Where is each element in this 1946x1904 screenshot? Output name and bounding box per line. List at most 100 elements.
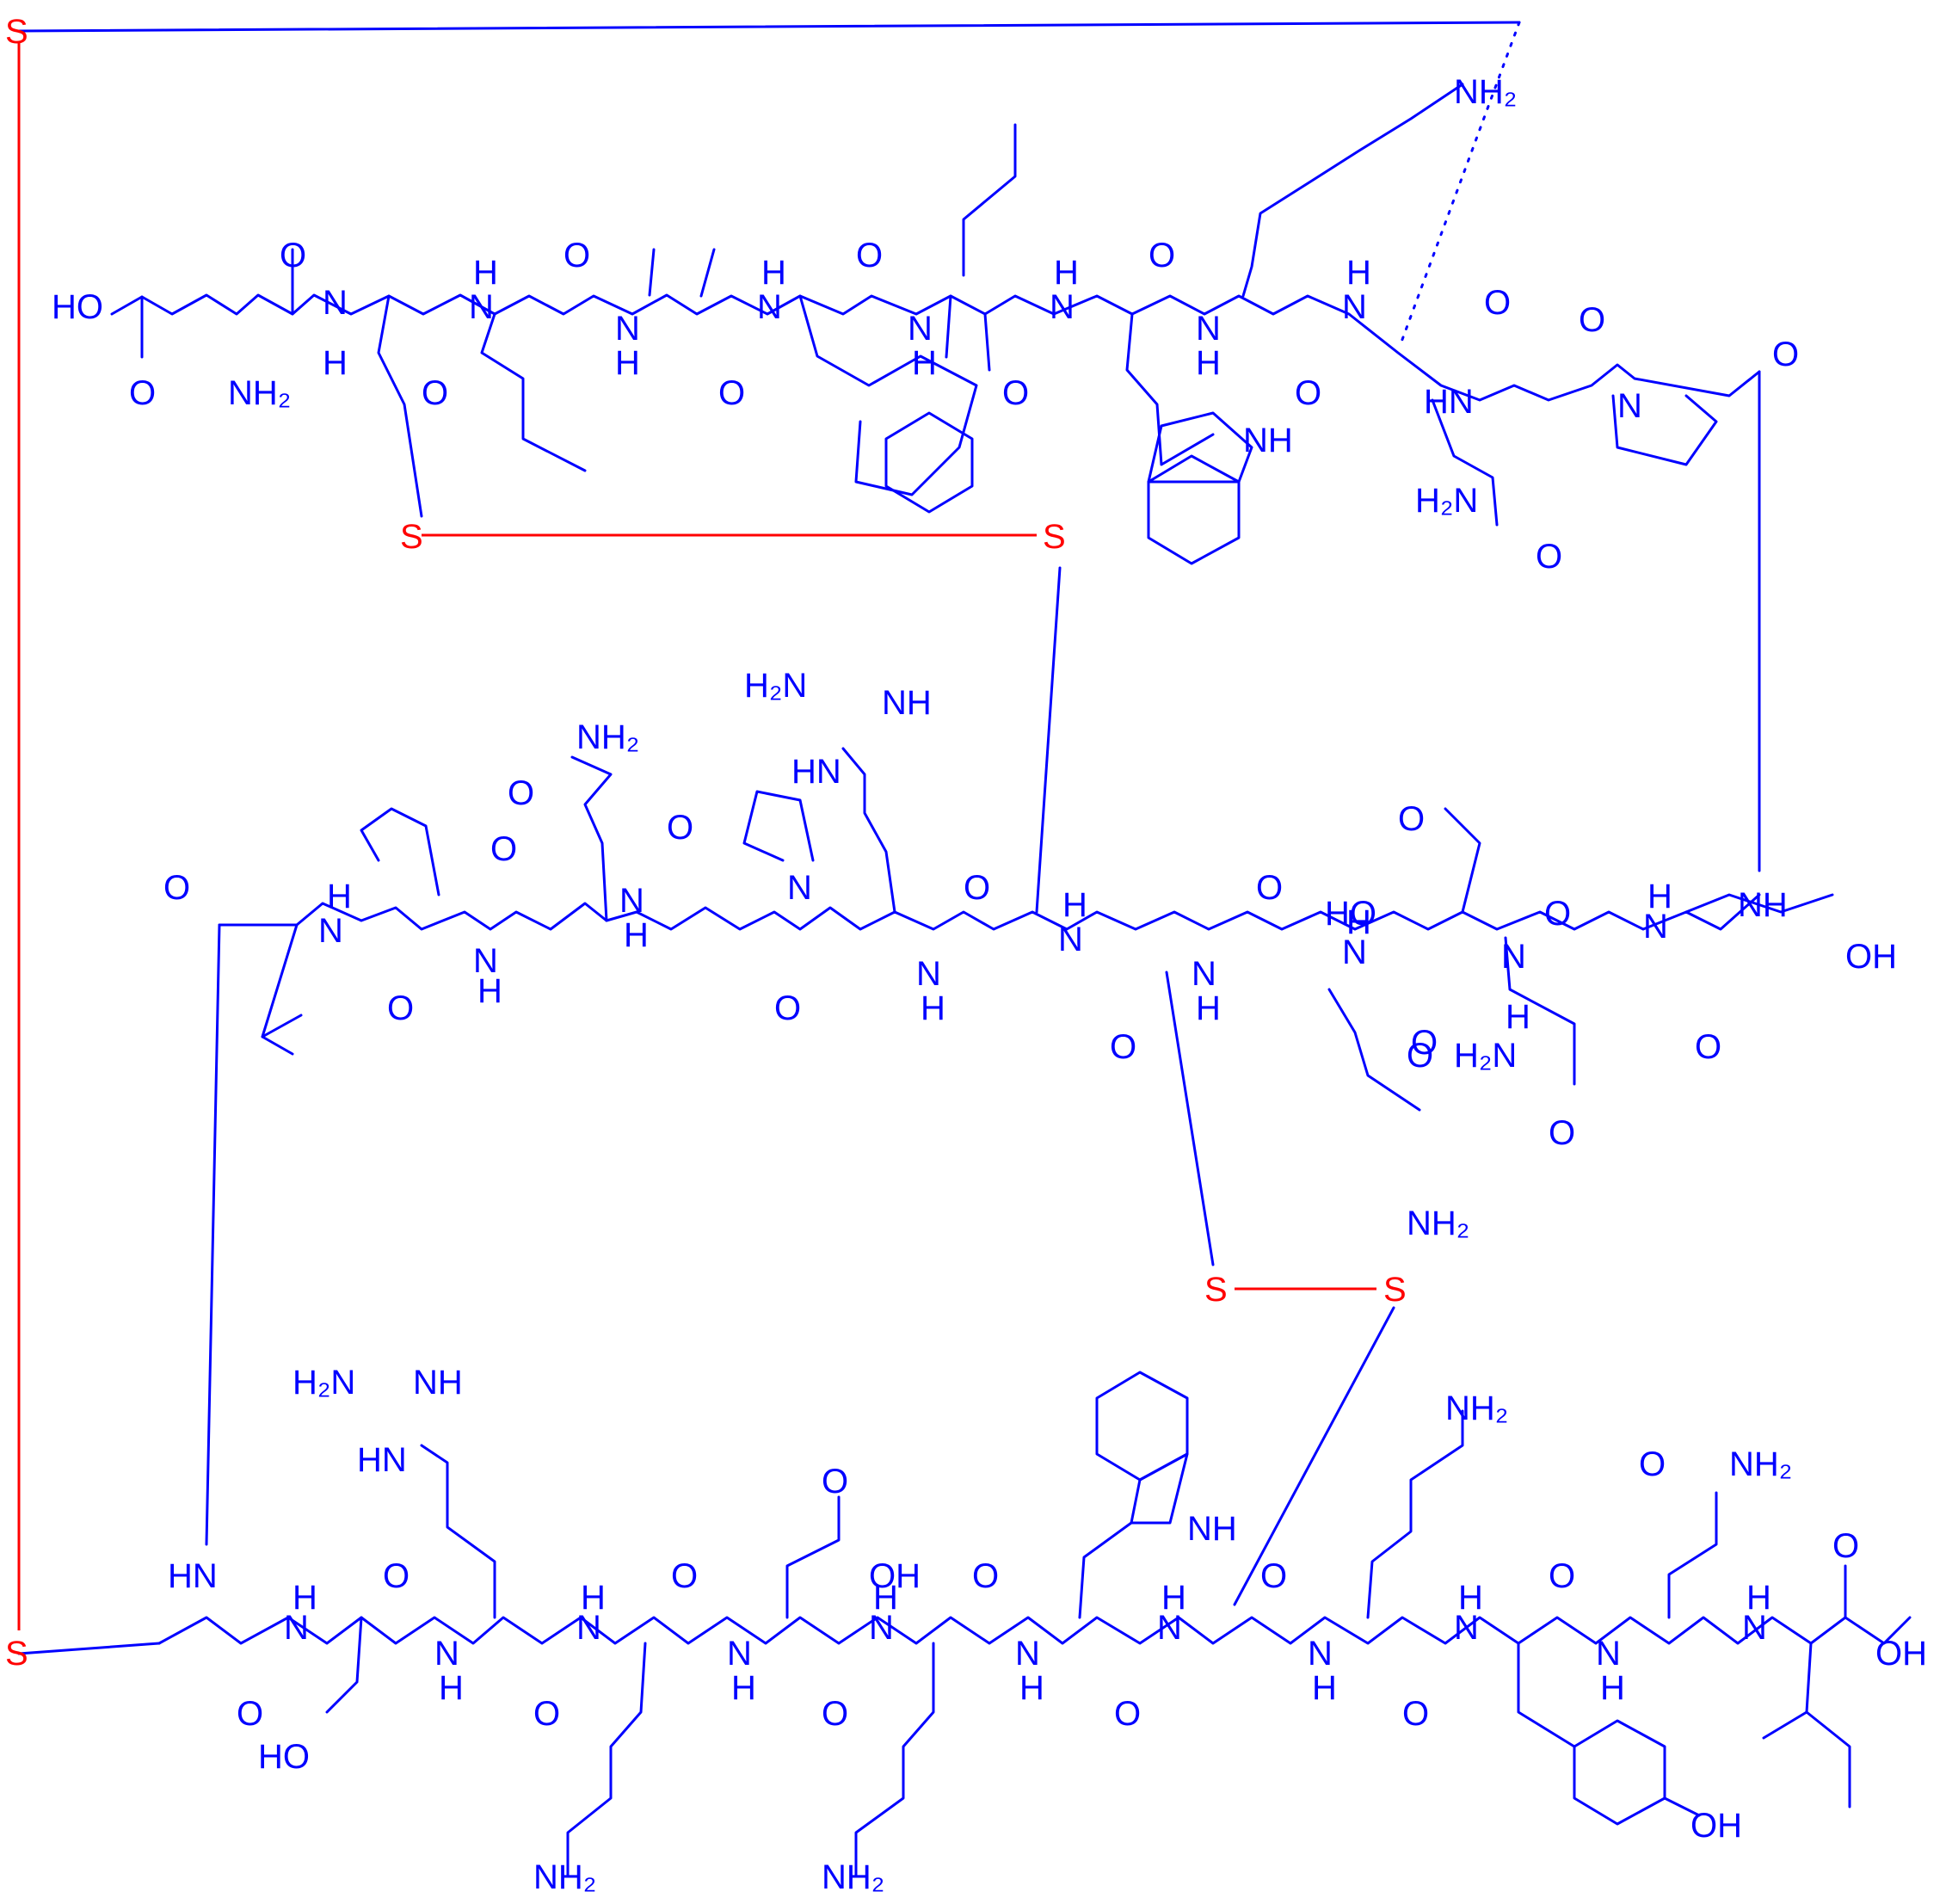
atom-label: O	[280, 237, 306, 274]
atom-label: O	[1295, 374, 1321, 412]
atom-label: O	[964, 869, 990, 907]
atom-label: O	[1114, 1695, 1141, 1733]
atom-label: O	[1002, 374, 1029, 412]
atom-label: N	[1192, 955, 1216, 993]
atom-label: NH₂	[822, 1858, 884, 1896]
cross-links	[17, 21, 1761, 1655]
atom-label: O	[718, 374, 745, 412]
top-chain-bonds	[110, 83, 1761, 527]
atom-label: O	[490, 830, 517, 868]
atom-label: O	[1398, 800, 1425, 838]
atom-label: H	[1506, 998, 1530, 1036]
atom-label: N	[727, 1635, 752, 1673]
atom-label: HN	[357, 1441, 407, 1479]
atom-label: HO	[258, 1738, 310, 1776]
atom-label: H	[1196, 989, 1221, 1027]
atom-label: O	[383, 1557, 410, 1595]
sulfur-label: S	[1043, 518, 1066, 556]
atom-label: HN	[1424, 383, 1474, 421]
bottom-chain-bonds	[157, 1409, 1912, 1877]
atom-label: NH₂	[1407, 1205, 1469, 1242]
atom-label: N	[1308, 1635, 1333, 1673]
atom-label: O	[1549, 1557, 1575, 1595]
atom-label: N	[757, 288, 782, 326]
atom-label: H	[1346, 254, 1371, 292]
atom-label: O	[822, 1695, 848, 1733]
atom-label: H	[1647, 878, 1672, 915]
atom-label: O	[508, 774, 534, 812]
atom-label: OH	[1845, 938, 1897, 976]
atom-label: O	[1832, 1527, 1859, 1565]
atom-label: N	[469, 288, 494, 326]
atom-label: N	[318, 912, 343, 950]
atom-label: H	[439, 1669, 464, 1707]
atom-label: N	[1157, 1609, 1182, 1647]
atom-label: NH	[413, 1364, 463, 1402]
atom-label: NH₂	[576, 718, 639, 756]
atom-label: O	[972, 1557, 999, 1595]
atom-label: O	[1772, 336, 1799, 373]
atom-label: N	[434, 1635, 459, 1673]
atom-label: NH₂	[1445, 1389, 1508, 1427]
atom-label: N	[1617, 387, 1642, 425]
atom-label: N	[1050, 288, 1075, 326]
atom-label: H	[1600, 1669, 1625, 1707]
atom-label: H	[293, 1579, 317, 1617]
atom-label: H	[1312, 1669, 1337, 1707]
disulfide-bonds	[17, 43, 1376, 1630]
atom-label: H	[1346, 903, 1371, 941]
atom-label: H	[615, 344, 640, 382]
atom-label: HN	[168, 1557, 218, 1595]
atom-label: O	[1256, 869, 1283, 907]
atom-label: N	[869, 1609, 894, 1647]
atom-label: N	[1501, 938, 1526, 976]
atom-label: H	[1161, 1579, 1186, 1617]
atom-label: H₂N	[1454, 1037, 1517, 1075]
atom-label: H	[477, 972, 502, 1010]
atom-label: H	[731, 1669, 756, 1707]
atom-label: O	[1110, 1028, 1136, 1066]
atom-label: N	[284, 1609, 309, 1647]
atom-label: O	[422, 374, 448, 412]
atom-label: O	[671, 1557, 698, 1595]
sulfur-label: S	[1204, 1271, 1228, 1309]
atom-label: O	[387, 989, 414, 1027]
atom-label: NH	[1243, 422, 1293, 459]
atom-label: H	[1746, 1579, 1771, 1617]
atom-label: H	[1196, 344, 1221, 382]
atom-label: N	[576, 1609, 601, 1647]
atom-label: N	[1342, 288, 1367, 326]
atom-label: N	[916, 955, 941, 993]
atom-label: H	[1054, 254, 1079, 292]
atom-label: O	[163, 869, 190, 907]
atom-label: HO	[1325, 895, 1376, 933]
atom-label: N	[1596, 1635, 1621, 1673]
atom-labels: S S S S S S HO O NH₂ O N H O H N O N H O…	[5, 13, 1927, 1896]
phenylalanine-ring	[884, 411, 974, 514]
atom-label: O	[1484, 284, 1511, 322]
atom-label: N	[787, 869, 812, 907]
atom-label: O	[822, 1463, 848, 1500]
atom-label: H	[921, 989, 945, 1027]
atom-label: O	[1407, 1037, 1433, 1075]
atom-label: O	[774, 989, 801, 1027]
atom-label: HO	[52, 288, 103, 326]
atom-label: O	[1579, 301, 1605, 339]
atom-label: N	[473, 942, 498, 980]
atom-label: O	[667, 809, 693, 847]
atom-label: HN	[791, 753, 841, 791]
atom-label: N	[1742, 1609, 1767, 1647]
atom-label: NH₂	[228, 374, 291, 412]
atom-label: O	[1536, 538, 1562, 576]
atom-label: H	[873, 1579, 898, 1617]
atom-label: N	[908, 310, 933, 348]
atom-label: H₂N	[744, 667, 807, 705]
atom-label: O	[1260, 1557, 1287, 1595]
atom-label: OH	[1690, 1807, 1742, 1845]
atom-label: H	[327, 878, 352, 915]
atom-label: N	[1454, 1609, 1479, 1647]
atom-label: N	[323, 284, 348, 322]
atom-label: H	[1458, 1579, 1483, 1617]
atom-label: O	[563, 237, 590, 274]
atom-label: O	[1149, 237, 1175, 274]
